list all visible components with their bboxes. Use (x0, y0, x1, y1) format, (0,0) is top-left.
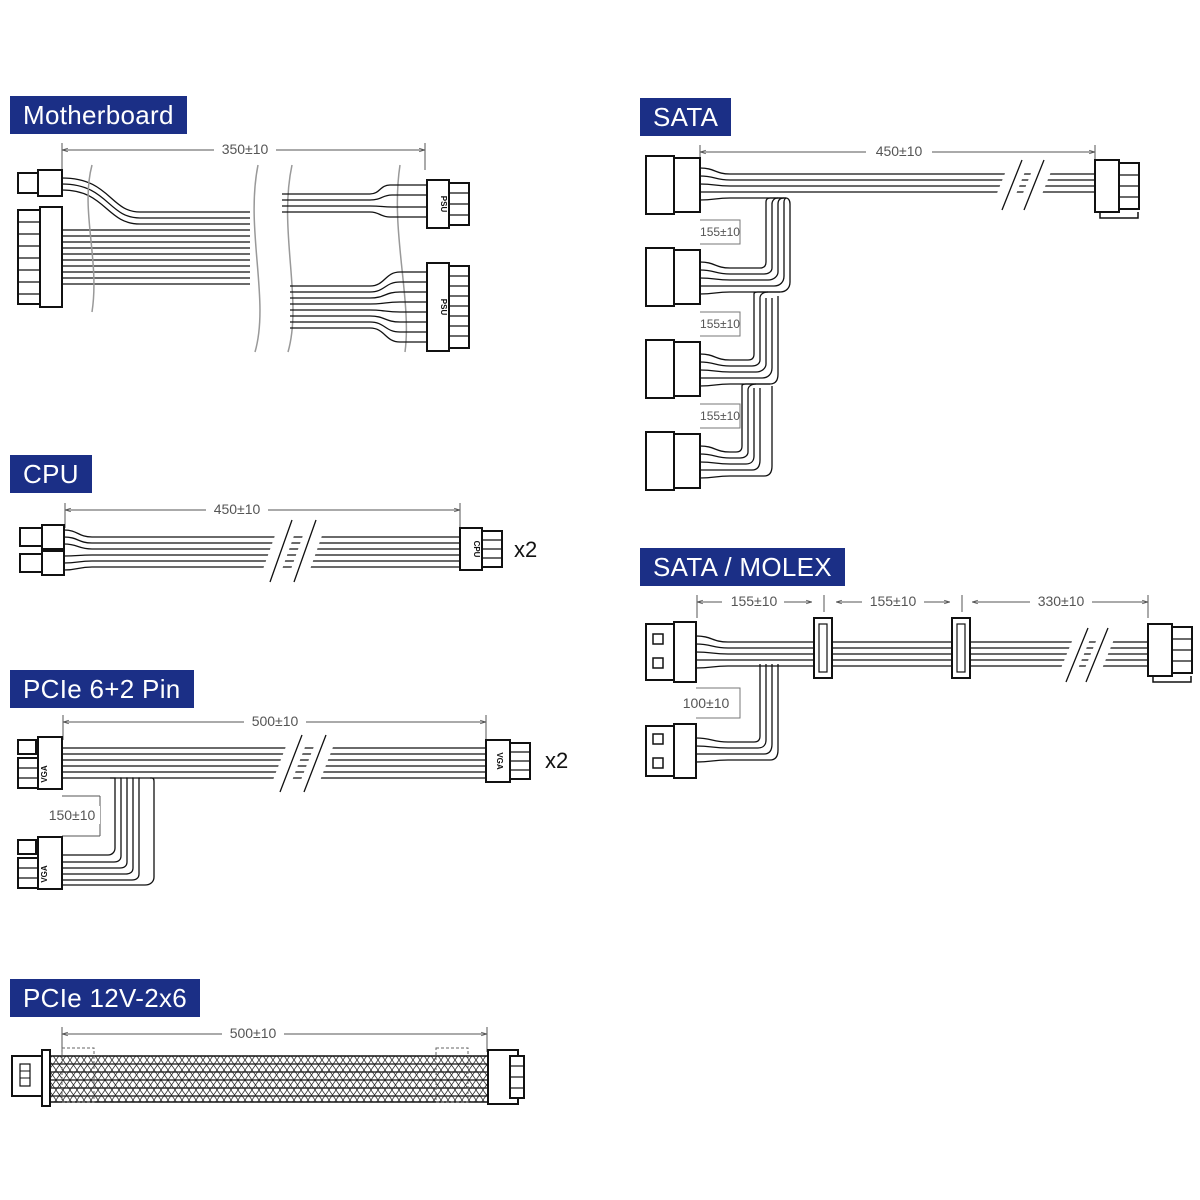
pcie12v-cable: 500±10 (11, 1024, 525, 1107)
pcie62-vga-tag-end: VGA (495, 752, 504, 770)
pcie12v-title: PCIe 12V-2x6 (10, 979, 201, 1017)
sata-molex-seg-2: 155±10 (870, 593, 917, 609)
motherboard-title: Motherboard (10, 96, 187, 134)
pcie62-branch-length: 150±10 (49, 807, 96, 823)
sata-length: 450±10 (876, 143, 923, 159)
cpu-plug-tag: CPU (472, 541, 481, 558)
sata-cable: 450±10 (645, 142, 1140, 491)
cpu-multiplier: x2 (514, 537, 537, 562)
cpu-cable: 450±10 CPU x2 (19, 500, 537, 586)
motherboard-cable: 350±10 (17, 140, 470, 353)
pcie62-title: PCIe 6+2 Pin (10, 670, 194, 708)
cpu-length: 450±10 (214, 501, 261, 517)
sata-molex-seg-3: 330±10 (1038, 593, 1085, 609)
sata-molex-branch-length: 100±10 (683, 695, 730, 711)
sata-seg-length-3: 155±10 (700, 409, 740, 423)
sata-molex-title: SATA / MOLEX (640, 548, 845, 586)
sata-molex-cable: 155±10 155±10 330±10 (645, 592, 1193, 779)
pcie62-vga-tag-bottom: VGA (40, 865, 49, 883)
motherboard-length: 350±10 (222, 141, 269, 157)
pcie12v-length: 500±10 (230, 1025, 277, 1041)
motherboard-psu-tag-lower: PSU (439, 299, 448, 316)
sata-title: SATA (640, 98, 732, 136)
cpu-title: CPU (10, 455, 92, 493)
sata-molex-seg-1: 155±10 (731, 593, 778, 609)
motherboard-psu-tag-upper: PSU (439, 196, 448, 213)
pcie62-vga-tag-top: VGA (40, 765, 49, 783)
sata-seg-length-2: 155±10 (700, 317, 740, 331)
pcie62-multiplier: x2 (545, 748, 568, 773)
sata-seg-length-1: 155±10 (700, 225, 740, 239)
pcie62-length: 500±10 (252, 713, 299, 729)
pcie62-cable: 500±10 VGA VGA x2 (17, 712, 568, 890)
